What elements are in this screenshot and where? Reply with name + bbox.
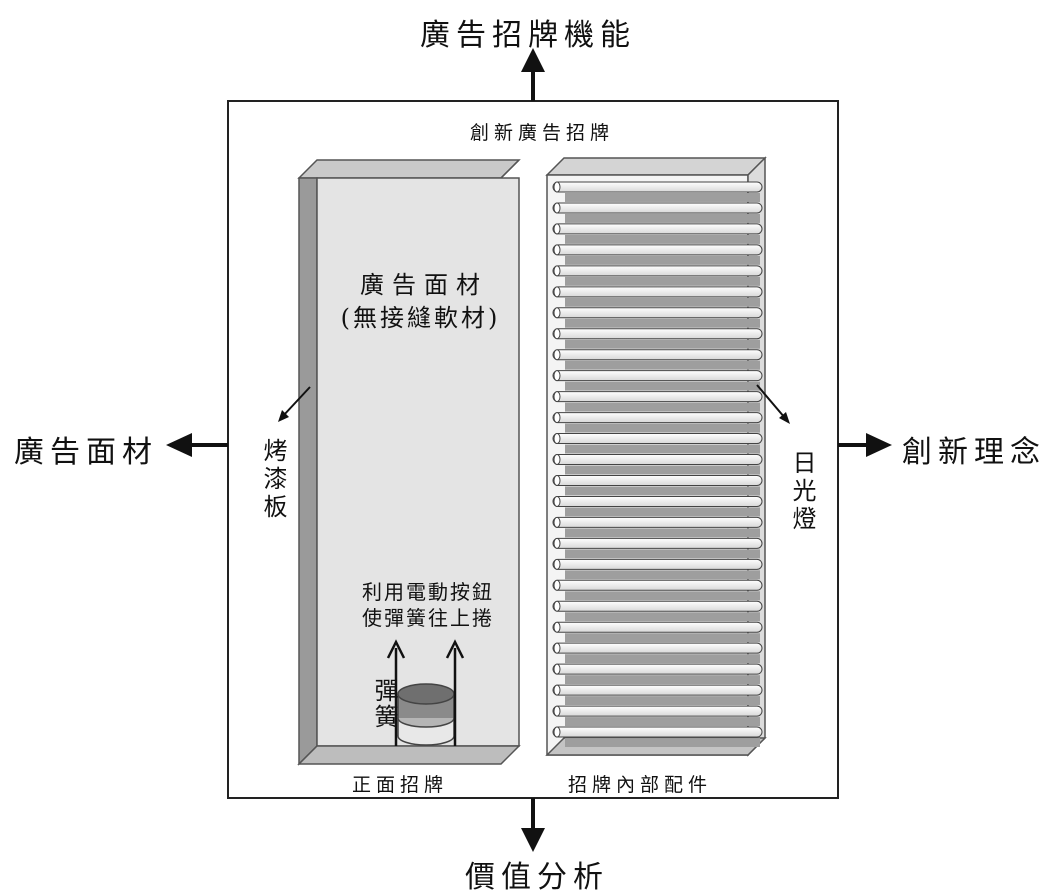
mechanism-line1: 利用電動按鈕 [362,580,494,604]
roll-up-arrow-right [445,639,465,746]
frame-pointer-arrow [278,386,311,422]
fluorescent-tubes [552,181,763,747]
fluorescent-tube [552,558,763,580]
spring-roll [397,683,455,746]
arrow-up [521,48,545,101]
fluorescent-tube [552,412,763,433]
tube-pointer-arrow [756,384,790,424]
fluorescent-tube [552,454,763,475]
arrow-down [521,798,545,852]
spring-label: 彈簧 [370,678,398,730]
fluorescent-tube [552,265,763,286]
fluorescent-tube [552,223,763,244]
fluorescent-tube [552,307,763,328]
bottom-label: 價值分析 [465,860,609,895]
front-signboard [297,159,521,766]
fluorescent-tube [552,370,763,391]
top-label: 廣告招牌機能 [420,18,636,53]
fluorescent-tube [552,244,763,265]
tube-label: 日光燈 [788,450,816,534]
fluorescent-tube [552,537,763,559]
fluorescent-tube [552,202,763,223]
fluorescent-tube [552,516,763,538]
mechanism-line2: 使彈簧往上捲 [362,606,494,630]
arrow-left [166,433,228,457]
box-title: 創新廣告招牌 [470,122,615,144]
fluorescent-tube [552,705,763,727]
fluorescent-tube [552,663,763,685]
front-caption: 正面招牌 [352,774,449,796]
fluorescent-tube [552,495,763,517]
frame-label: 烤漆板 [259,438,287,522]
fluorescent-tube [552,286,763,307]
fluorescent-tube [552,579,763,601]
arrow-right [838,433,892,457]
rear-signboard [545,156,767,757]
fluorescent-tube [552,391,763,412]
fluorescent-tube [552,600,763,622]
front-content-line1: 廣告面材 [360,271,488,299]
fluorescent-tube [552,328,763,349]
fluorescent-tube [552,642,763,664]
fluorescent-tube [552,684,763,706]
fluorescent-tube [552,621,763,643]
right-label: 創新理念 [902,435,1046,470]
roll-up-arrow-left [386,639,406,746]
left-label: 廣告面材 [14,435,158,470]
fluorescent-tube [552,726,763,747]
fluorescent-tube [552,181,763,202]
fluorescent-tube [552,349,763,370]
front-content-line2: (無接縫軟材) [340,304,501,332]
fluorescent-tube [552,433,763,454]
fluorescent-tube [552,474,763,496]
rear-caption: 招牌內部配件 [568,774,713,796]
